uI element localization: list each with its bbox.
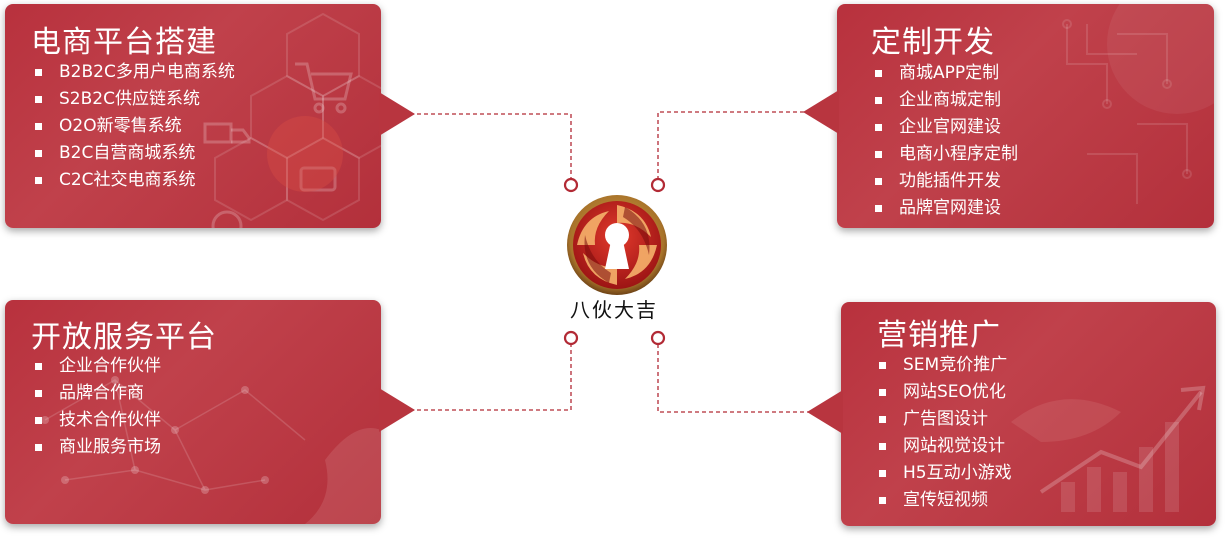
panel-marketing: 营销推广 SEM竞价推广 网站SEO优化 广告图设计 网站视觉设计 H5互动小游… (841, 302, 1216, 526)
list-item: H5互动小游戏 (879, 460, 1012, 487)
bullet-icon (35, 96, 42, 103)
panel-custom-dev-title: 定制开发 (871, 17, 995, 61)
bullet-icon (879, 470, 886, 477)
bullet-icon (875, 178, 882, 185)
list-item: 企业合作伙伴 (35, 353, 161, 380)
panel-ecommerce-pointer (379, 92, 415, 136)
list-item: 商业服务市场 (35, 434, 161, 461)
bullet-icon (35, 123, 42, 130)
list-item: C2C社交电商系统 (35, 167, 235, 194)
list-item: B2B2C多用户电商系统 (35, 59, 235, 86)
panel-custom-dev-list: 商城APP定制 企业商城定制 企业官网建设 电商小程序定制 功能插件开发 品牌官… (875, 60, 1018, 222)
list-item: S2B2C供应链系统 (35, 86, 235, 113)
bullet-icon (879, 389, 886, 396)
bullet-icon (879, 416, 886, 423)
panel-open-service-pointer (379, 388, 415, 432)
connector-node-top-left (565, 179, 577, 191)
list-item: 品牌官网建设 (875, 195, 1018, 222)
list-item: 网站SEO优化 (879, 379, 1012, 406)
connector-bottom-left (410, 344, 571, 410)
panel-marketing-list: SEM竞价推广 网站SEO优化 广告图设计 网站视觉设计 H5互动小游戏 宣传短… (879, 352, 1012, 514)
panel-ecommerce-title: 电商平台搭建 (31, 17, 217, 61)
connector-node-bottom-left (565, 332, 577, 344)
panel-open-service-title: 开放服务平台 (31, 312, 217, 356)
list-item: 商城APP定制 (875, 60, 1018, 87)
bullet-icon (35, 150, 42, 157)
cart-icon (295, 64, 351, 99)
list-item: 技术合作伙伴 (35, 407, 161, 434)
panel-custom-dev: 定制开发 商城APP定制 企业商城定制 企业官网建设 电商小程序定制 功能插件开… (837, 4, 1214, 228)
list-item: 网站视觉设计 (879, 433, 1012, 460)
panel-marketing-pointer (807, 390, 843, 434)
keyhole-swirl-logo-icon (565, 193, 669, 297)
panel-ecommerce-list: B2B2C多用户电商系统 S2B2C供应链系统 O2O新零售系统 B2C自营商城… (35, 59, 235, 194)
bullet-icon (875, 124, 882, 131)
panel-custom-dev-pointer (803, 90, 839, 134)
list-item: 功能插件开发 (875, 168, 1018, 195)
bullet-icon (879, 443, 886, 450)
list-item: 宣传短视频 (879, 487, 1012, 514)
list-item: 电商小程序定制 (875, 141, 1018, 168)
center-logo (562, 193, 672, 301)
bullet-icon (35, 444, 42, 451)
handshake-shape (1011, 399, 1121, 442)
bullet-icon (35, 363, 42, 370)
connector-bottom-right (658, 344, 818, 412)
bullet-icon (35, 390, 42, 397)
bullet-icon (875, 205, 882, 212)
list-item: B2C自营商城系统 (35, 140, 235, 167)
list-item: 广告图设计 (879, 406, 1012, 433)
list-item: SEM竞价推广 (879, 352, 1012, 379)
list-item: 企业官网建设 (875, 114, 1018, 141)
bullet-icon (875, 97, 882, 104)
bullet-icon (35, 69, 42, 76)
bullet-icon (875, 151, 882, 158)
panel-open-service-list: 企业合作伙伴 品牌合作商 技术合作伙伴 商业服务市场 (35, 353, 161, 461)
list-item: O2O新零售系统 (35, 113, 235, 140)
list-item: 品牌合作商 (35, 380, 161, 407)
clock-icon (213, 212, 241, 228)
hand-shape (305, 428, 381, 524)
panel-open-service: 开放服务平台 企业合作伙伴 品牌合作商 技术合作伙伴 商业服务市场 (5, 300, 381, 524)
connector-top-left (410, 114, 571, 178)
connector-node-bottom-right (652, 332, 664, 344)
panel-ecommerce: 电商平台搭建 B2B2C多用户电商系统 S2B2C供应链系统 O2O新零售系统 … (5, 4, 381, 228)
bullet-icon (879, 362, 886, 369)
bullet-icon (35, 417, 42, 424)
connector-node-top-right (652, 179, 664, 191)
connector-top-right (658, 112, 818, 178)
bullet-icon (35, 177, 42, 184)
panel-marketing-title: 营销推广 (877, 310, 1001, 354)
bullet-icon (879, 497, 886, 504)
list-item: 企业商城定制 (875, 87, 1018, 114)
bullet-icon (875, 70, 882, 77)
brand-name: 八伙大吉 (556, 294, 672, 323)
